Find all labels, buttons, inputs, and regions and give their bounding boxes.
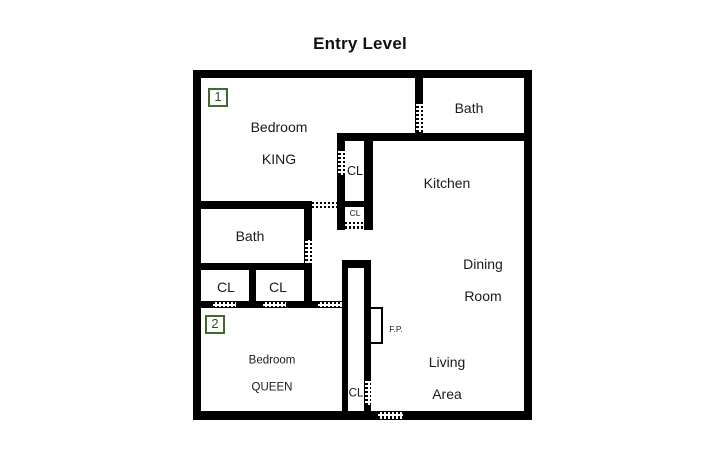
label-closet-small: CL [349, 208, 361, 219]
label-closet-left: CL [217, 278, 235, 295]
room-badge-1: 1 [208, 88, 228, 107]
label-bedroom-queen-name: Bedroom [248, 354, 296, 367]
label-closet-hall: CL [347, 163, 363, 178]
label-dining-sub: Room [464, 288, 502, 305]
label-bedroom-king-sub: KING [261, 151, 297, 168]
room-badge-2: 2 [205, 315, 225, 334]
label-dining-name: Dining [463, 255, 503, 272]
wall-bath-upper-bottom [337, 133, 532, 141]
outer-wall-right [524, 70, 532, 420]
label-closet-right: CL [269, 278, 287, 295]
label-bedroom-king: Bedroom KING [251, 103, 308, 167]
label-dining-room: Dining Room [463, 240, 503, 304]
outer-wall-top [193, 70, 532, 78]
door-closet-small[interactable] [345, 222, 364, 229]
door-closet-living[interactable] [365, 381, 371, 405]
wall-partition-right [364, 260, 371, 420]
label-living-name: Living [428, 353, 466, 370]
outer-wall-bottom [193, 411, 532, 420]
label-living-area: Living Area [429, 338, 466, 402]
wall-partition-left [342, 260, 348, 420]
wall-closet-hall-left [337, 133, 345, 230]
label-closet-living: CL [348, 387, 364, 400]
label-bedroom-queen: Bedroom QUEEN [249, 342, 296, 395]
wall-closet-small-top [337, 201, 373, 207]
door-closet-hall[interactable] [338, 151, 345, 175]
door-bath-upper[interactable] [416, 104, 423, 132]
door-bedroom-king[interactable] [312, 202, 337, 208]
fireplace-box [369, 307, 383, 344]
label-kitchen: Kitchen [423, 174, 471, 191]
door-bath-lower[interactable] [305, 240, 312, 265]
wall-closet-divider [249, 263, 256, 308]
label-bedroom-king-name: Bedroom [250, 118, 308, 135]
label-living-sub: Area [432, 386, 462, 403]
label-bath-upper: Bath [454, 99, 484, 116]
wall-closet-hall-right [364, 133, 373, 230]
door-bedroom-queen[interactable] [318, 302, 342, 307]
wall-bedroom-king-bottom [193, 201, 312, 209]
label-bath-lower: Bath [235, 227, 265, 244]
page-title: Entry Level [313, 34, 407, 53]
door-closet-right[interactable] [263, 302, 286, 307]
label-fireplace: F.P. [389, 324, 403, 335]
front-door[interactable] [378, 412, 403, 419]
outer-wall-left [193, 70, 201, 420]
wall-partition-top [342, 260, 371, 268]
door-closet-left[interactable] [213, 302, 236, 307]
label-bedroom-queen-sub: QUEEN [251, 381, 293, 394]
